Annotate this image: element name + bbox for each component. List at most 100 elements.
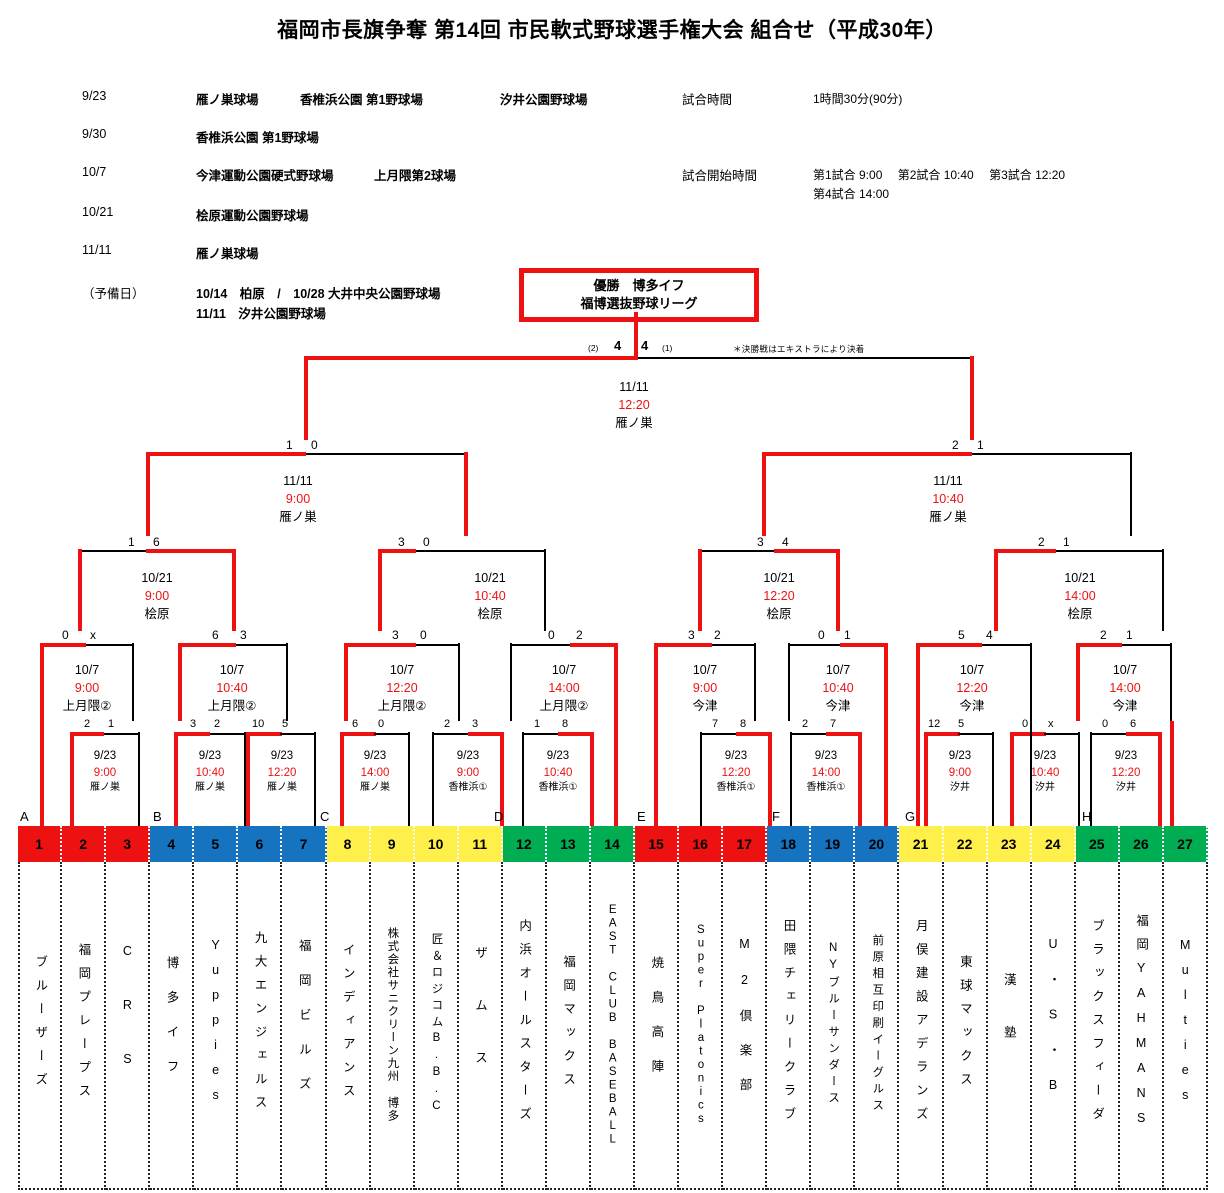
team-name-cell-8[interactable]: インディアンス bbox=[326, 862, 371, 1190]
team-name-cell-15[interactable]: 焼鳥高陣 bbox=[635, 862, 680, 1190]
match-time: 10:40 bbox=[474, 589, 506, 604]
r16-0-beam-right bbox=[86, 644, 134, 646]
team-number-19[interactable]: 19 bbox=[811, 826, 856, 862]
team-name-cell-19[interactable]: NYブルーサンダース bbox=[811, 862, 856, 1190]
team-number-2[interactable]: 2 bbox=[62, 826, 107, 862]
team-name-cell-26[interactable]: 福岡YAHMANS bbox=[1119, 862, 1164, 1190]
r1-2-drop-right bbox=[314, 732, 316, 828]
r1-1-beam-right bbox=[210, 733, 246, 735]
match-date: 9/23 bbox=[270, 750, 294, 762]
schedule-venue-1-0: 香椎浜公園 第1野球場 bbox=[196, 131, 319, 145]
team-number-16[interactable]: 16 bbox=[679, 826, 724, 862]
r1-6-drop-left bbox=[700, 732, 702, 828]
team-number-25[interactable]: 25 bbox=[1075, 826, 1120, 862]
team-name-cell-23[interactable]: 漢塾 bbox=[987, 862, 1032, 1190]
team-number-20[interactable]: 20 bbox=[855, 826, 900, 862]
schedule-date-3: 10/21 bbox=[82, 205, 114, 219]
r16-0-drop-right bbox=[132, 643, 134, 721]
r16-5-beam-right bbox=[840, 643, 888, 647]
match-place: 桧原 bbox=[1067, 607, 1093, 622]
team-name-text: ザムス bbox=[473, 946, 488, 1104]
r16-3-drop-right bbox=[614, 643, 618, 721]
schedule-date-1: 9/30 bbox=[82, 127, 107, 141]
schedule-venue-2-0: 今津運動公園硬式野球場 bbox=[196, 169, 334, 183]
team-number-22[interactable]: 22 bbox=[943, 826, 988, 862]
champion-stem bbox=[634, 312, 638, 358]
team-name-cell-12[interactable]: 内浜オールスターズ bbox=[502, 862, 547, 1190]
match-date: 9/23 bbox=[724, 750, 748, 762]
team-name-cell-7[interactable]: 福岡ビルズ bbox=[282, 862, 327, 1190]
match-time: 9:00 bbox=[93, 766, 117, 779]
sf-1-drop-left bbox=[762, 452, 766, 536]
match-time: 10:40 bbox=[932, 492, 964, 507]
team-number-15[interactable]: 15 bbox=[635, 826, 680, 862]
team-number-13[interactable]: 13 bbox=[546, 826, 591, 862]
team-number-17[interactable]: 17 bbox=[723, 826, 768, 862]
r16-1-drop-right bbox=[286, 643, 288, 721]
match-time: 9:00 bbox=[285, 492, 311, 507]
team-name-cell-24[interactable]: U・S・B bbox=[1031, 862, 1076, 1190]
match-place: 雁ノ巣 bbox=[929, 510, 967, 525]
champion-line2: 福博選抜野球リーグ bbox=[580, 296, 698, 311]
match-time: 12:20 bbox=[386, 681, 418, 696]
team-number-10[interactable]: 10 bbox=[414, 826, 459, 862]
team-number-3[interactable]: 3 bbox=[106, 826, 151, 862]
bye-stem-team27 bbox=[1170, 721, 1174, 828]
team-number-26[interactable]: 26 bbox=[1119, 826, 1164, 862]
team-name-text: 東球マックス bbox=[957, 954, 972, 1096]
team-number-9[interactable]: 9 bbox=[370, 826, 415, 862]
block-letter-c: C bbox=[320, 809, 330, 824]
team-name-cell-2[interactable]: 福岡プレープス bbox=[62, 862, 107, 1190]
team-name-cell-9[interactable]: 株式会社サニクリーン九州 博多 bbox=[370, 862, 415, 1190]
sf-1-beam-right bbox=[972, 453, 1132, 455]
team-number-27[interactable]: 27 bbox=[1163, 826, 1208, 862]
team-name-cell-16[interactable]: Super Platonics bbox=[679, 862, 724, 1190]
team-number-8[interactable]: 8 bbox=[326, 826, 371, 862]
team-name-cell-25[interactable]: ブラックスフィーダ bbox=[1075, 862, 1120, 1190]
team-name-cell-17[interactable]: M2倶楽部 bbox=[723, 862, 768, 1190]
qf-0-drop-right bbox=[232, 549, 236, 631]
team-number-7[interactable]: 7 bbox=[282, 826, 327, 862]
match-time: 9:00 bbox=[456, 766, 480, 779]
team-name-cell-18[interactable]: 田隈チェリークラブ bbox=[767, 862, 812, 1190]
team-number-6[interactable]: 6 bbox=[238, 826, 283, 862]
team-name-cell-1[interactable]: ブルーザーズ bbox=[18, 862, 63, 1190]
team-name-cell-27[interactable]: Multies bbox=[1163, 862, 1208, 1190]
match-time: 9:00 bbox=[74, 681, 100, 696]
team-number-23[interactable]: 23 bbox=[987, 826, 1032, 862]
team-number-21[interactable]: 21 bbox=[899, 826, 944, 862]
team-number-11[interactable]: 11 bbox=[458, 826, 503, 862]
team-name-cell-14[interactable]: EAST CLUB BASEBALL bbox=[590, 862, 636, 1190]
team-name-cell-4[interactable]: 博多イフ bbox=[150, 862, 195, 1190]
r16-4-right-score: 2 bbox=[714, 628, 721, 642]
team-name-cell-6[interactable]: 九大エンジェルス bbox=[238, 862, 283, 1190]
team-number-24[interactable]: 24 bbox=[1031, 826, 1076, 862]
team-number-5[interactable]: 5 bbox=[194, 826, 239, 862]
team-name-cell-13[interactable]: 福岡マックス bbox=[546, 862, 591, 1190]
team-number-14[interactable]: 14 bbox=[590, 826, 636, 862]
match-place: 雁ノ巣 bbox=[195, 782, 225, 794]
match-place: 上月隈② bbox=[207, 699, 257, 714]
r16-3-drop-left bbox=[510, 643, 512, 721]
team-name-cell-21[interactable]: 月俣建設アデランズ bbox=[899, 862, 944, 1190]
r1-6-left-score: 7 bbox=[712, 718, 719, 730]
r16-7-right-score: 1 bbox=[1126, 628, 1133, 642]
team-name-cell-20[interactable]: 前原相互印刷イーグルス bbox=[855, 862, 900, 1190]
team-name-cell-5[interactable]: Yuppies bbox=[194, 862, 239, 1190]
team-number-4[interactable]: 4 bbox=[150, 826, 195, 862]
match-place: 雁ノ巣 bbox=[279, 510, 317, 525]
team-number-18[interactable]: 18 bbox=[767, 826, 812, 862]
match-date: 9/23 bbox=[546, 750, 570, 762]
team-name-cell-10[interactable]: 匠＆ロジコムB.B.C bbox=[414, 862, 459, 1190]
team-name-cell-22[interactable]: 東球マックス bbox=[943, 862, 988, 1190]
team-name-cell-11[interactable]: ザムス bbox=[458, 862, 503, 1190]
r1-1-drop-right bbox=[244, 732, 246, 828]
qf-3-beam-left bbox=[996, 549, 1056, 553]
match-time: 14:00 bbox=[1064, 589, 1096, 604]
r1-1-drop-left bbox=[174, 732, 178, 828]
r1-6-drop-right bbox=[768, 732, 772, 828]
team-number-12[interactable]: 12 bbox=[502, 826, 547, 862]
qf-1-drop-left bbox=[378, 549, 382, 631]
team-number-1[interactable]: 1 bbox=[18, 826, 63, 862]
team-name-cell-3[interactable]: CRS bbox=[106, 862, 151, 1190]
